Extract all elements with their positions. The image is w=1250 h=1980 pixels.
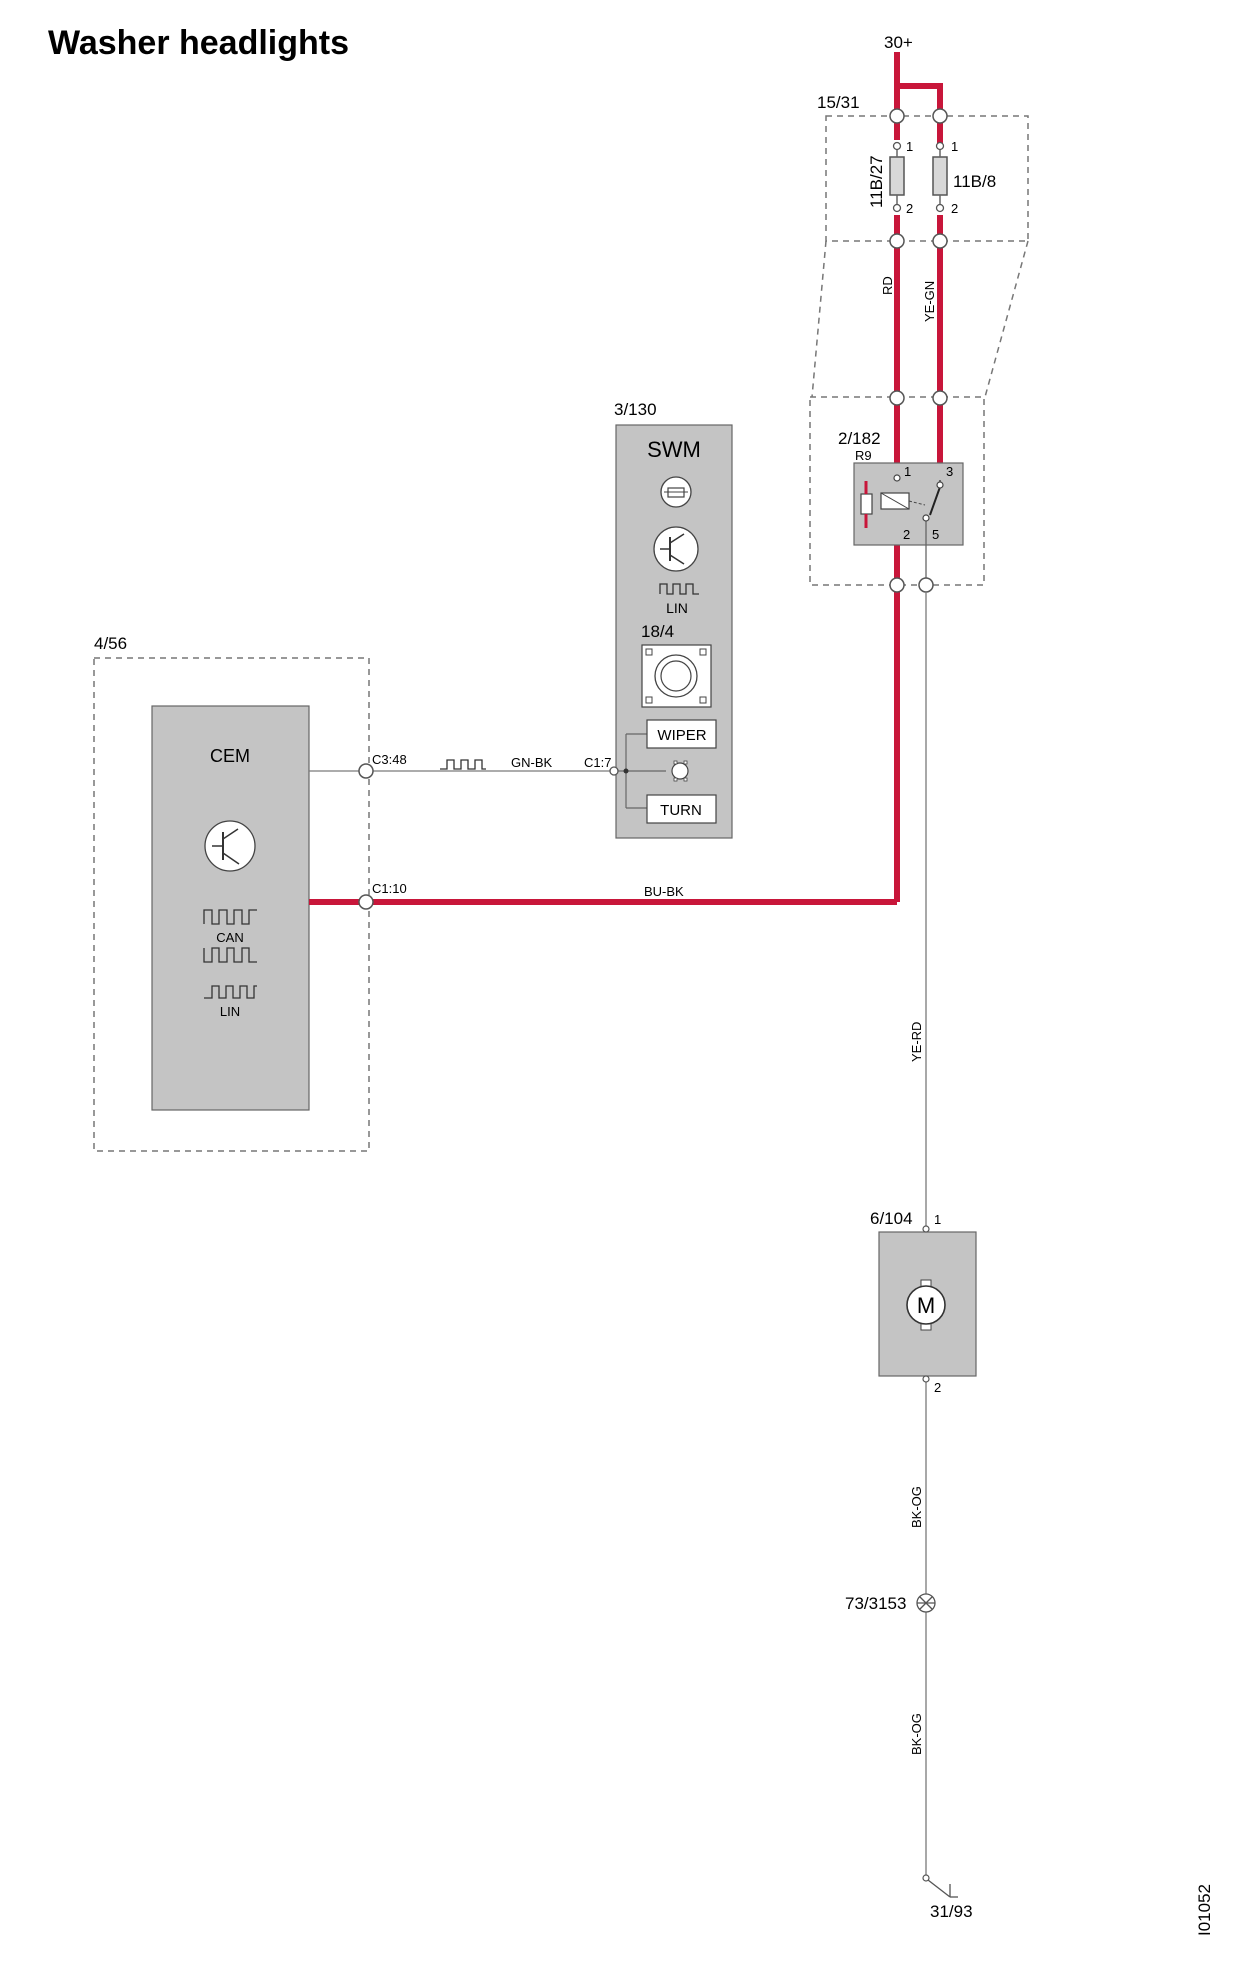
pulse-signal-icon [440, 759, 486, 770]
wire-label-bk-og-2: BK-OG [909, 1713, 924, 1755]
can-signal-icon [203, 909, 257, 925]
wire-30-to-fuse-b [897, 83, 943, 116]
wire-label-bk-og-1: BK-OG [909, 1486, 924, 1528]
turn-label: TURN [660, 802, 702, 819]
wire-label-ye-gn: YE-GN [922, 281, 937, 322]
cem-name: CEM [210, 746, 250, 766]
fuse-b-label: 11B/8 [953, 172, 996, 191]
connector-pins [889, 108, 948, 593]
page-title: Washer headlights [48, 24, 350, 62]
ground-id: 31/93 [930, 1902, 973, 1921]
wire-label-rd: RD [880, 276, 895, 295]
splice-id: 73/3153 [845, 1594, 906, 1613]
connector-c1-10: C1:10 [372, 881, 407, 896]
wire-label-bu-bk: BU-BK [644, 884, 684, 899]
relay-id: 2/182 [838, 429, 881, 448]
ground-31-93: 31/93 [922, 1874, 973, 1921]
connector-c3-48: C3:48 [372, 752, 407, 767]
swm-lin: LIN [666, 600, 688, 616]
wire-label-gn-bk: GN-BK [511, 755, 553, 770]
fuse-box-id: 15/31 [817, 93, 860, 112]
cem-module: 4/56 CEM CAN LIN [93, 634, 370, 1152]
svg-text:1: 1 [906, 139, 913, 154]
svg-text:2: 2 [903, 527, 910, 542]
document-reference: I01052 [1195, 1884, 1214, 1936]
swm-module: 3/130 SWM LIN 18/4 WIPER [614, 400, 733, 839]
fuse-box-15-31: 15/31 [811, 93, 1029, 398]
bu-bk-pin: C1:10 BU-BK [309, 881, 684, 910]
lin-signal-icon [659, 583, 699, 595]
cem-lin-signal-icon [204, 985, 257, 999]
wiper-label: WIPER [657, 727, 706, 744]
wire-label-ye-rd: YE-RD [909, 1022, 924, 1062]
gn-bk-wire: C3:48 C1:7 GN-BK [309, 752, 619, 779]
transistor-icon [653, 526, 699, 572]
supply-label: 30+ [884, 33, 913, 52]
relay-enclosure [809, 396, 985, 586]
cem-can: CAN [216, 930, 243, 945]
switch-id: 18/4 [641, 622, 674, 641]
svg-text:2: 2 [951, 201, 958, 216]
svg-text:2: 2 [934, 1380, 941, 1395]
cem-id: 4/56 [94, 634, 127, 653]
power-wires [302, 52, 943, 905]
motor-6-104: 6/104 1 2 M [870, 1209, 977, 1395]
fuse-a-label: 11B/27 [867, 155, 886, 208]
svg-text:2: 2 [906, 201, 913, 216]
relay-ref: R9 [855, 448, 872, 463]
cem-transistor-icon [204, 820, 256, 872]
swm-id: 3/130 [614, 400, 657, 419]
svg-text:1: 1 [904, 464, 911, 479]
fuse-11b-8: 1 2 11B/8 [932, 116, 996, 216]
svg-text:3: 3 [946, 464, 953, 479]
button-icon [671, 762, 689, 780]
cem-lin: LIN [220, 1004, 240, 1019]
relay-2-182: 2/182 R9 1 2 3 5 [838, 429, 964, 585]
splice-73-3153: 73/3153 [845, 1593, 936, 1613]
motor-id: 6/104 [870, 1209, 913, 1228]
fuse-11b-27: 1 2 11B/27 [867, 139, 913, 216]
connector-c1-7: C1:7 [584, 755, 611, 770]
svg-text:1: 1 [951, 139, 958, 154]
svg-text:5: 5 [932, 527, 939, 542]
motor-symbol: M [917, 1293, 935, 1318]
swm-name: SWM [647, 437, 701, 462]
svg-text:1: 1 [934, 1212, 941, 1227]
